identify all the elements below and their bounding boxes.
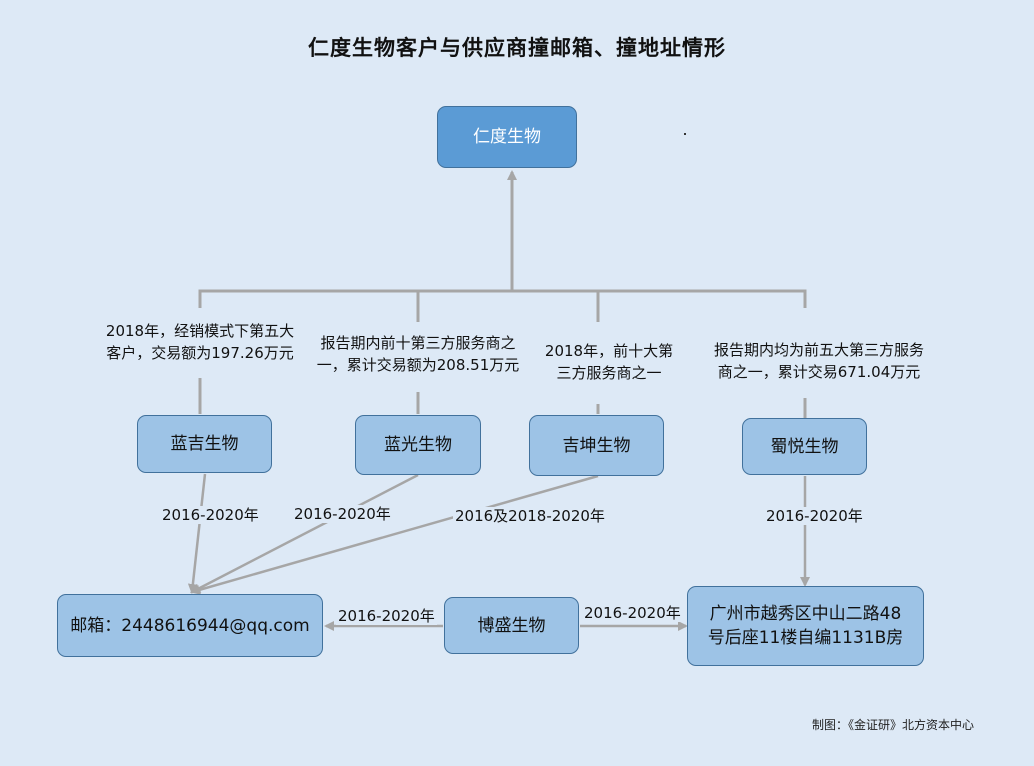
desc-shuyue: 报告期内均为前五大第三方服务 商之一，累计交易671.04万元 bbox=[697, 339, 941, 383]
credit-text: 制图：《金证研》北方资本中心 bbox=[811, 718, 974, 732]
node-jikun: 吉坤生物 bbox=[529, 415, 664, 476]
node-lanji: 蓝吉生物 bbox=[137, 415, 272, 473]
edge-label-jikun-email: 2016及2018-2020年 bbox=[453, 507, 607, 525]
desc-lanji: 2018年，经销模式下第五大 客户，交易额为197.26万元 bbox=[62, 320, 338, 364]
node-email: 邮箱：2448616944@qq.com bbox=[57, 594, 323, 657]
node-languang: 蓝光生物 bbox=[355, 415, 481, 475]
node-renduo: 仁度生物 bbox=[437, 106, 577, 168]
edge-jikun-email bbox=[190, 474, 599, 595]
desc-jikun: 2018年，前十大第 三方服务商之一 bbox=[537, 340, 681, 384]
desc-languang: 报告期内前十第三方服务商之 一，累计交易额为208.51万元 bbox=[299, 332, 537, 376]
edge-label-bosheng-address: 2016-2020年 bbox=[582, 604, 683, 622]
edge-label-bosheng-email: 2016-2020年 bbox=[336, 607, 437, 625]
edge-label-languang-email: 2016-2020年 bbox=[292, 505, 393, 523]
stray-dot bbox=[684, 133, 686, 135]
bus-line bbox=[198, 289, 807, 308]
node-shuyue: 蜀悦生物 bbox=[742, 418, 867, 475]
diagram-title: 仁度生物客户与供应商撞邮箱、撞地址情形 bbox=[308, 36, 726, 60]
edge-label-shuyue-address: 2016-2020年 bbox=[764, 507, 865, 525]
edge-label-lanji-email: 2016-2020年 bbox=[160, 506, 261, 524]
node-bosheng: 博盛生物 bbox=[444, 597, 579, 654]
edge-languang-email bbox=[190, 473, 419, 594]
node-address: 广州市越秀区中山二路48 号后座11楼自编1131B房 bbox=[687, 586, 924, 666]
edge-lanji-email bbox=[187, 473, 207, 594]
